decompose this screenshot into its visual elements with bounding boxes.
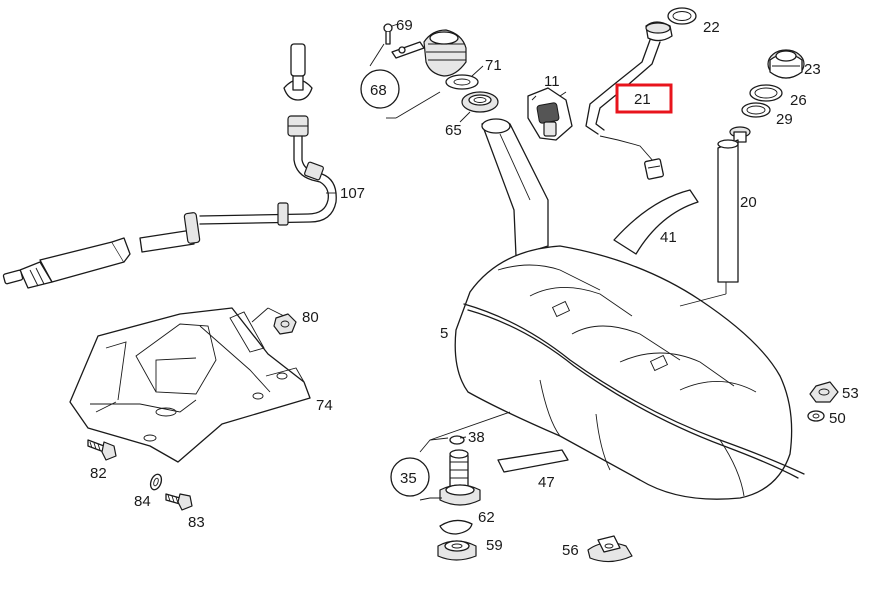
label-80: 80 (302, 309, 319, 326)
label-21[interactable]: 21 (634, 91, 651, 108)
label-68: 68 (370, 82, 387, 99)
label-22: 22 (703, 19, 720, 36)
screw-82[interactable] (87, 439, 117, 461)
label-82: 82 (90, 465, 107, 482)
label-38: 38 (468, 429, 485, 446)
screw-83[interactable] (165, 493, 193, 511)
fuel-line-assembly[interactable] (2, 43, 337, 289)
vent-cap-group[interactable] (369, 23, 499, 119)
fuel-tank-5[interactable] (454, 118, 805, 500)
callout-68 (360, 69, 400, 109)
label-59: 59 (486, 537, 503, 554)
label-62: 62 (478, 509, 495, 526)
nut-washer-53-50[interactable] (807, 381, 839, 422)
cap-56[interactable] (587, 535, 633, 563)
label-20: 20 (740, 194, 757, 211)
label-74: 74 (316, 397, 333, 414)
label-56: 56 (562, 542, 579, 559)
sender-unit-11[interactable] (527, 87, 573, 141)
label-71: 71 (485, 57, 502, 74)
label-53: 53 (842, 385, 859, 402)
level-sender-21[interactable] (585, 7, 697, 180)
pad-47[interactable] (497, 449, 569, 473)
label-50: 50 (829, 410, 846, 427)
label-65: 65 (445, 122, 462, 139)
filler-parts-right[interactable] (717, 49, 805, 283)
ring-62[interactable] (439, 519, 473, 535)
label-41: 41 (660, 229, 677, 246)
label-11: 11 (544, 73, 560, 90)
clip-80[interactable] (273, 313, 297, 335)
label-35: 35 (400, 470, 417, 487)
label-26: 26 (790, 92, 807, 109)
heat-shield-74[interactable] (69, 307, 311, 463)
label-84: 84 (134, 493, 151, 510)
label-29: 29 (776, 111, 793, 128)
drain-plug-35[interactable] (439, 435, 481, 506)
label-83: 83 (188, 514, 205, 531)
label-107: 107 (340, 185, 365, 202)
label-47: 47 (538, 474, 555, 491)
pad-41[interactable] (613, 189, 699, 255)
highlight-box-21[interactable] (615, 83, 673, 114)
cap-59[interactable] (437, 540, 477, 561)
label-23: 23 (804, 61, 821, 78)
label-5: 5 (440, 325, 448, 342)
callout-35 (390, 457, 430, 497)
washer-84[interactable] (149, 473, 164, 491)
label-69: 69 (396, 17, 413, 34)
